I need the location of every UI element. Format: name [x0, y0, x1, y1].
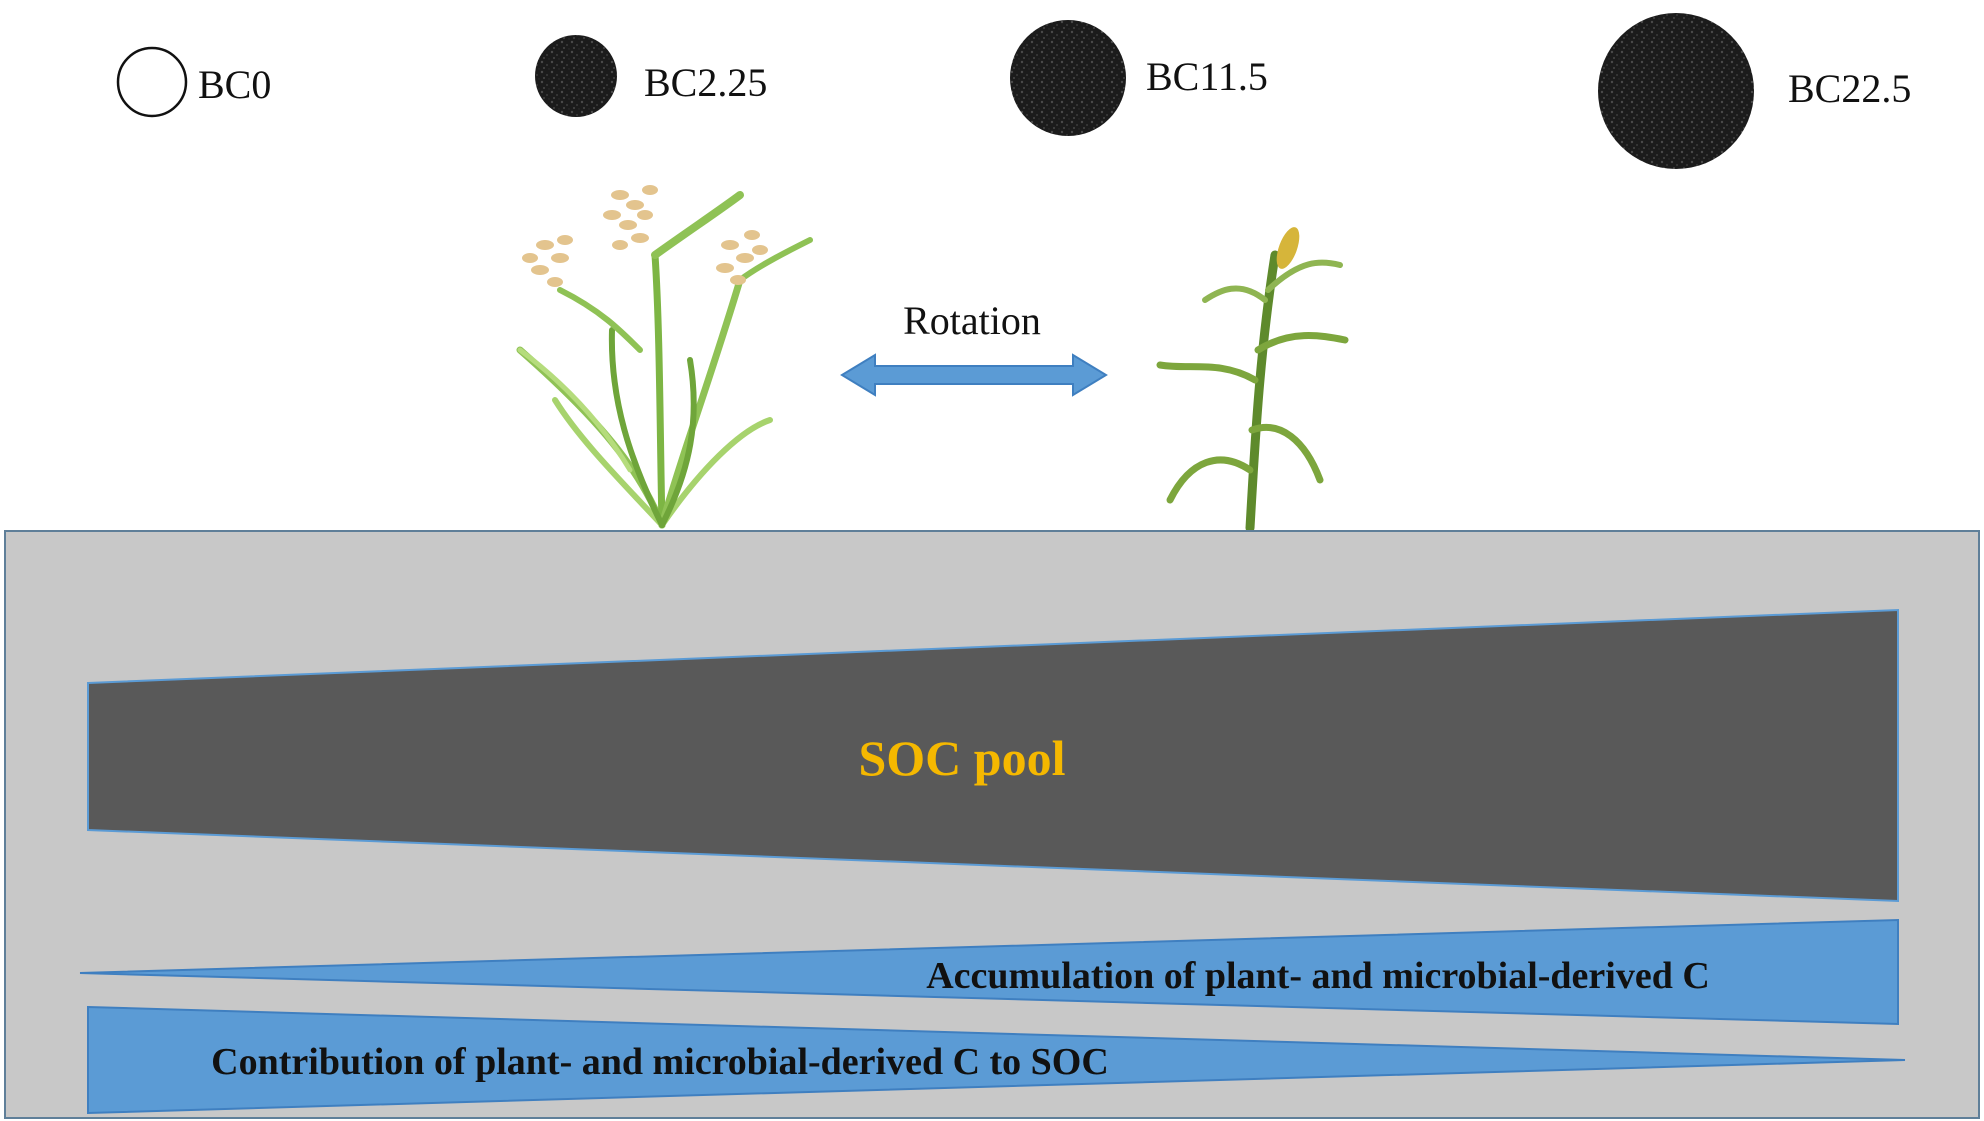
bc2-25-circle-icon: [535, 35, 617, 117]
bc0-circle-icon: [116, 46, 188, 118]
bc22-5-circle-icon: [1598, 13, 1754, 169]
legend-label-bc11-5: BC11.5: [1146, 54, 1268, 99]
rice-plant-icon: [516, 185, 813, 529]
legend-label-bc0: BC0: [198, 62, 271, 107]
legend-item-bc2-25: BC2.25: [535, 35, 767, 117]
legend-item-bc22-5: BC22.5: [1598, 13, 1911, 169]
double-arrow-icon: [840, 353, 1108, 397]
legend-label-bc2-25: BC2.25: [644, 60, 767, 105]
contribution-wedge: [87, 1005, 1906, 1115]
biochar-legend: BC0 BC2.25 BC11.5 BC22.5: [116, 13, 1911, 169]
rice-panicle-icon: [522, 185, 768, 287]
soc-pool-label: SOC pool: [858, 730, 1065, 786]
accumulation-wedge: [79, 918, 1899, 1026]
soc-pool-wedge: [87, 608, 1899, 903]
contribution-label: Contribution of plant- and microbial-der…: [211, 1041, 1109, 1083]
maize-plant-icon: [1156, 227, 1349, 533]
legend-item-bc11-5: BC11.5: [1010, 20, 1268, 136]
rotation-label: Rotation: [903, 298, 1041, 343]
maize-tassel-icon: [1276, 227, 1300, 269]
bc11-5-circle-icon: [1010, 20, 1126, 136]
accumulation-label: Accumulation of plant- and microbial-der…: [926, 955, 1710, 997]
rotation-arrow: Rotation: [840, 298, 1108, 397]
legend-label-bc22-5: BC22.5: [1788, 66, 1911, 111]
legend-item-bc0: BC0: [116, 46, 271, 118]
